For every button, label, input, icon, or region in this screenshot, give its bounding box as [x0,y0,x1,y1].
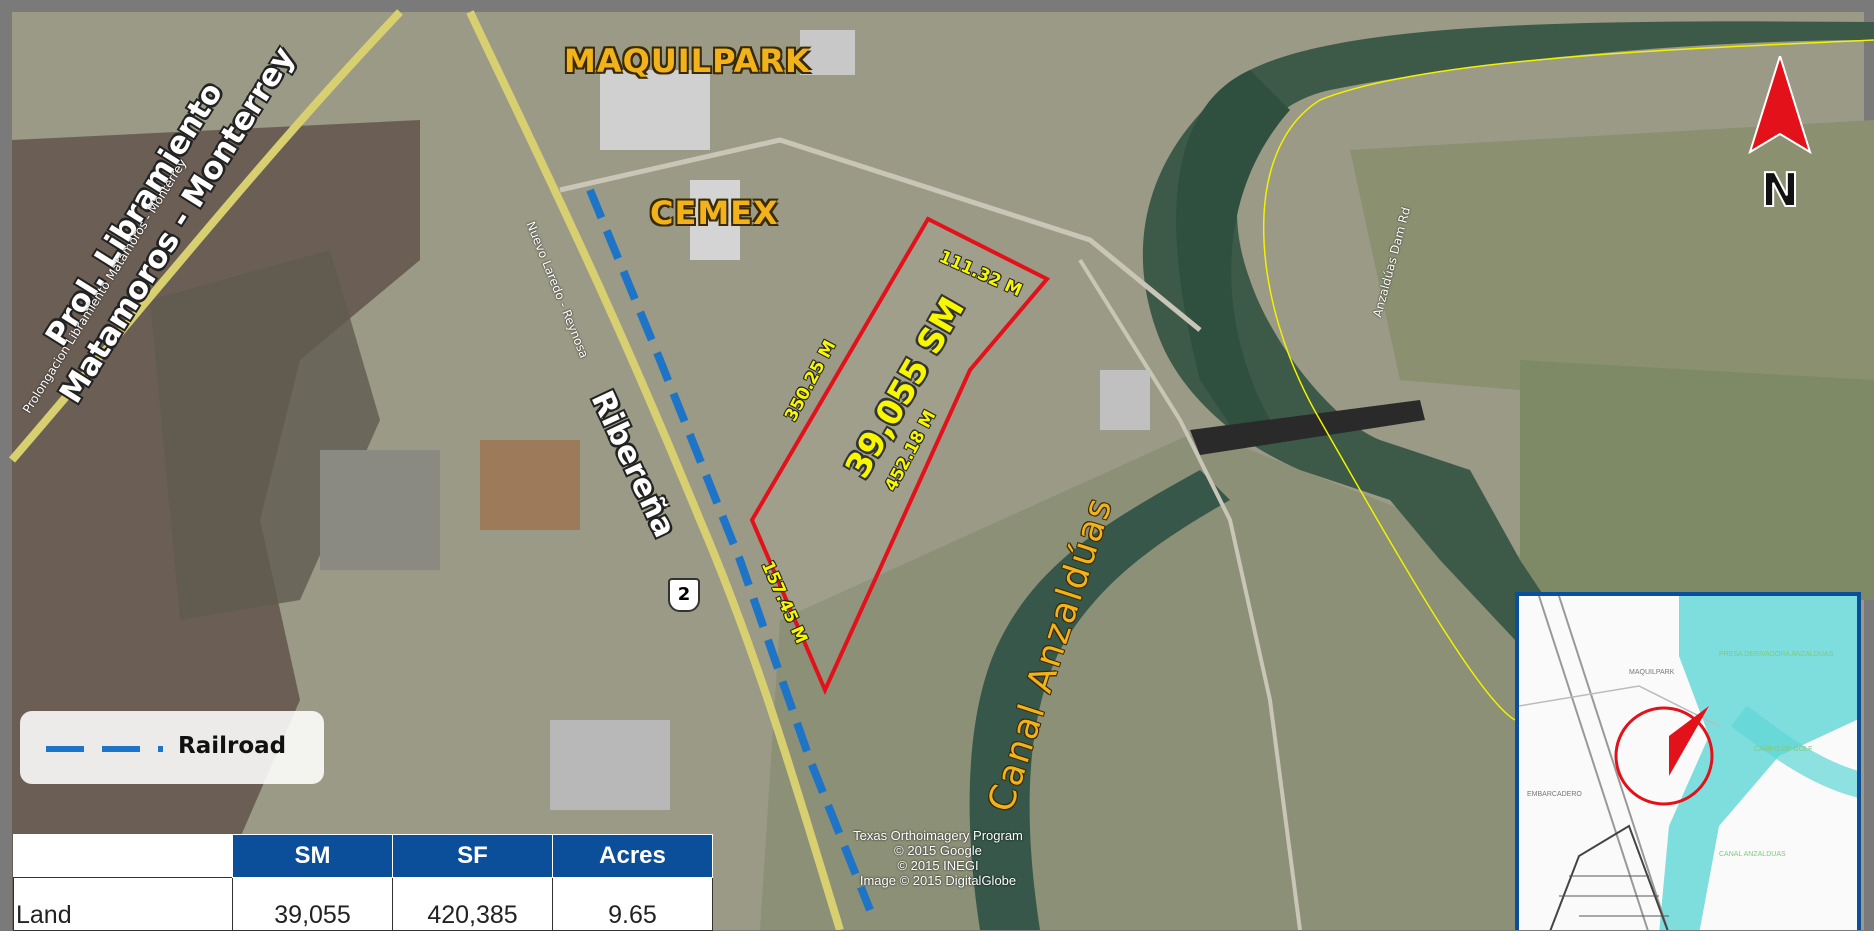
canal-anzalduas [969,470,1230,930]
inset-label: CANAL ANZALDUAS [1719,851,1786,858]
building [320,450,440,570]
inset-label: PRESA DERIVADORA ANZALDUAS [1719,651,1834,658]
credit-line: © 2015 Google [894,843,982,858]
north-label: N [1761,163,1800,216]
floodplain-south [1520,360,1874,600]
building [1100,370,1150,430]
libramiento-road [8,9,403,463]
column-header-sm: SM [232,834,393,878]
table-header-row: SM SF Acres [14,834,713,878]
credit-line: Texas Orthoimagery Program [853,828,1023,843]
railroad-legend-icon [46,746,84,752]
inset-label: MAQUILPARK [1629,669,1675,676]
inset-map: MAQUILPARK PRESA DERIVADORA ANZALDUAS CA… [1519,596,1857,930]
international-border [1263,39,1874,721]
cell-sf: 420,385 [392,877,553,931]
inset-locator-map: MAQUILPARK PRESA DERIVADORA ANZALDUAS CA… [1515,592,1861,930]
imagery-credits: Texas Orthoimagery Program © 2015 Google… [838,828,1038,888]
table-corner [14,835,233,878]
riberena-road [466,10,844,930]
highway-shield: 2 [668,578,700,612]
railroad [586,188,874,912]
maquilpark-label: MAQUILPARK [564,42,811,80]
cell-acres: 9.65 [552,877,713,931]
inset-label: EMBARCADERO [1527,791,1582,798]
credit-line: Image © 2015 DigitalGlobe [859,873,1017,888]
local-road [559,137,1202,332]
highway-number: 2 [677,584,691,605]
building [690,180,740,260]
row-label: Land [13,877,233,931]
area-table: SM SF Acres Land 39,055 420,385 9.65 [13,834,713,931]
property-boundary [749,216,1051,695]
building [550,720,670,810]
railroad-legend-icon [102,746,140,752]
railroad-legend-icon [158,746,163,752]
cell-sm: 39,055 [232,877,393,931]
table-row: Land 39,055 420,385 9.65 [13,877,713,931]
map-legend: Railroad [20,711,324,784]
railroad-legend-label: Railroad [178,733,287,759]
building [480,440,580,530]
desert-east [760,430,1530,930]
column-header-sf: SF [392,834,553,878]
credit-line: © 2015 INEGI [897,858,979,873]
column-header-acres: Acres [552,834,713,878]
local-road-2 [1078,258,1302,930]
north-arrow-icon: N [1748,56,1812,216]
floodplain [1350,120,1874,420]
cemex-label: CEMEX [650,194,779,232]
building [600,70,710,150]
dam [1190,400,1425,455]
inset-label: CAMPO DE GOLF [1754,746,1812,753]
river-west-bend [1176,70,1290,440]
building [800,30,855,75]
